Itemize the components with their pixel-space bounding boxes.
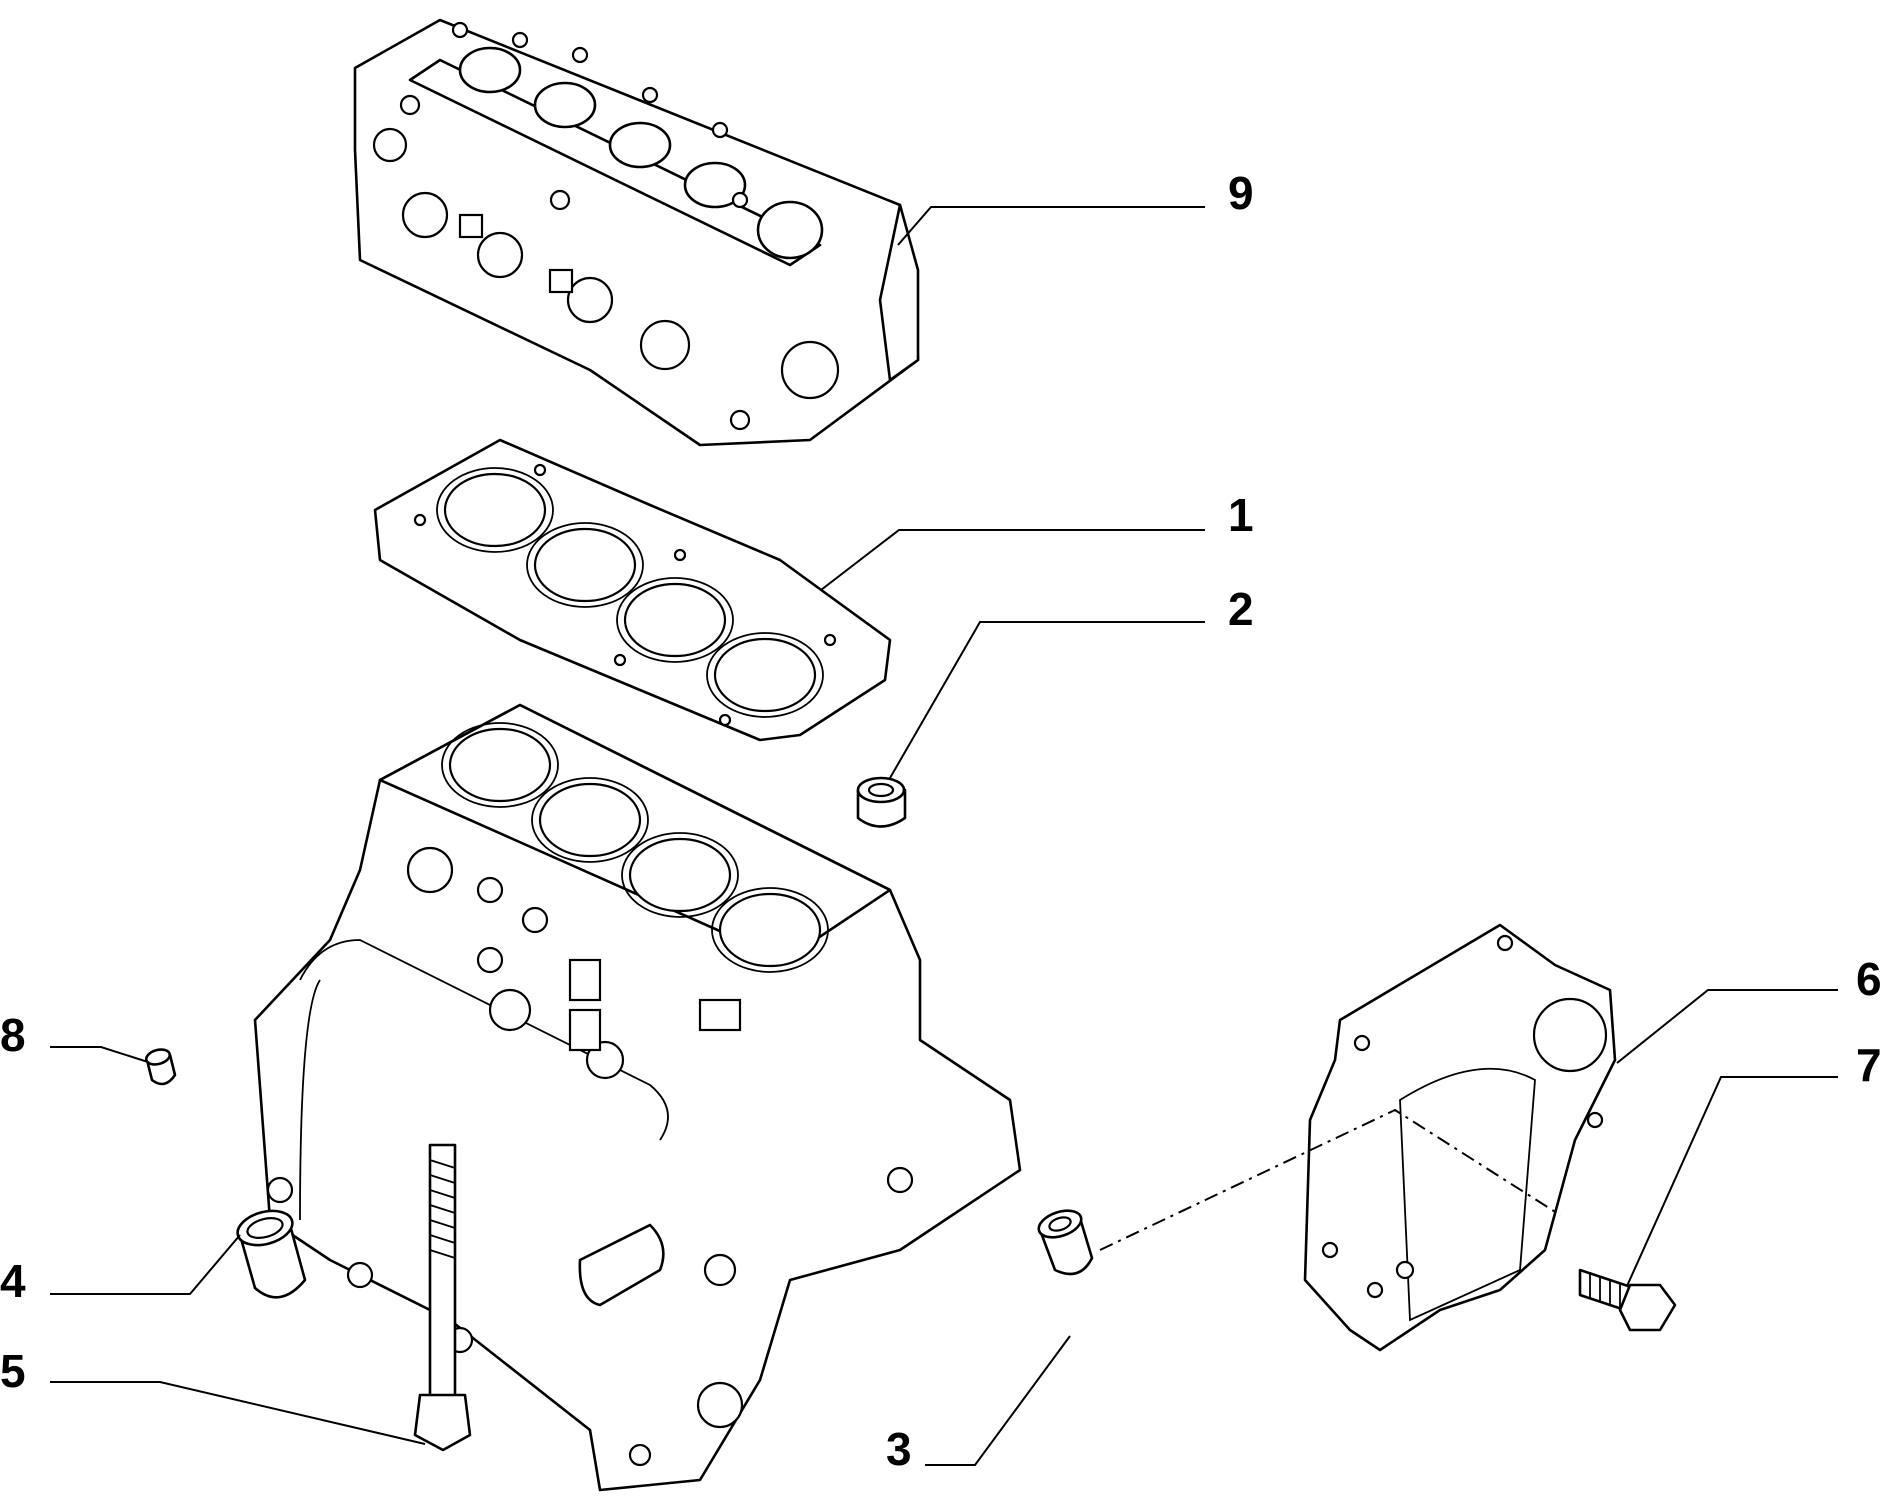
callout-3: 3 <box>886 1423 912 1475</box>
callout-4: 4 <box>0 1255 26 1307</box>
leader-8 <box>50 1046 149 1063</box>
leader-1 <box>820 529 1205 591</box>
callout-5: 5 <box>0 1345 26 1397</box>
bushing-3 <box>1037 1209 1094 1276</box>
leader-2 <box>889 621 1205 779</box>
callout-7: 7 <box>1856 1039 1882 1091</box>
callout-8: 8 <box>0 1009 26 1061</box>
cover-plate <box>1303 923 1617 1352</box>
head-gasket <box>373 438 892 742</box>
leader-lines <box>50 206 1838 1466</box>
bolt-5 <box>413 1143 472 1452</box>
leader-6 <box>1616 989 1838 1064</box>
sleeve-ring <box>236 1209 307 1299</box>
leader-3 <box>925 1335 1071 1466</box>
callout-1: 1 <box>1228 489 1254 541</box>
engine-block <box>253 703 1022 1492</box>
bolt-7 <box>1578 1268 1677 1332</box>
plug-8 <box>144 1048 177 1086</box>
dowel-bushing <box>856 776 907 828</box>
leader-7 <box>1626 1076 1838 1287</box>
leader-4 <box>50 1234 241 1295</box>
callout-9: 9 <box>1228 167 1254 219</box>
leader-9 <box>897 206 1205 246</box>
callout-2: 2 <box>1228 583 1254 635</box>
callout-6: 6 <box>1856 953 1882 1005</box>
cylinder-head <box>353 18 920 447</box>
alignment-line <box>1099 1108 1561 1251</box>
leader-5 <box>50 1381 426 1445</box>
